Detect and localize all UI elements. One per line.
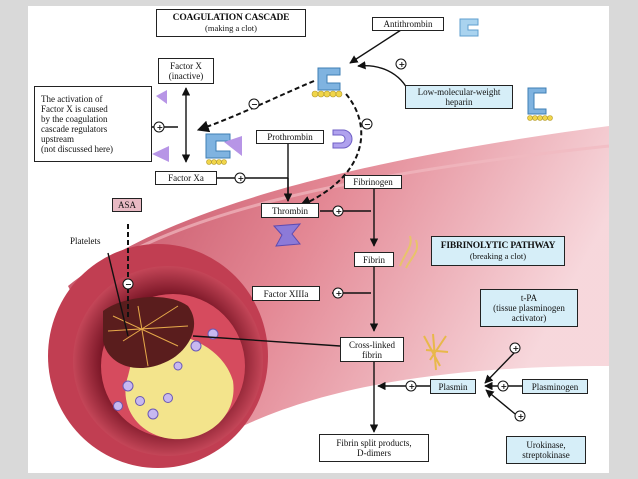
box-label: heparin [445,97,473,107]
note-line: (not discussed here) [41,144,113,154]
factor-x-inactive-icon [156,90,167,104]
factor-xa-icon [152,146,169,162]
prothrombin-box: Prothrombin [256,130,324,144]
diagram-art: + + + + + + + + + − − − [48,18,609,468]
svg-text:+: + [238,174,245,183]
svg-text:+: + [336,207,343,216]
slide: + + + + + + + + + − − − COAGULATION CASC… [28,6,609,473]
antithrombin-heparin-complex-icon [311,67,343,98]
note-line: by the coagulation [41,114,108,124]
plus-sign-icon: + [514,410,526,422]
box-label: D-dimers [357,448,391,458]
title-text: COAGULATION CASCADE [172,13,290,23]
svg-text:+: + [518,412,525,421]
svg-text:+: + [409,382,416,391]
plus-sign-icon: + [395,58,407,70]
fibrinolytic-pathway-title: FIBRINOLYTIC PATHWAY (breaking a clot) [431,236,565,266]
svg-text:+: + [157,123,164,132]
subtitle-text: (breaking a clot) [469,251,527,261]
thrombin-box: Thrombin [261,203,319,218]
box-label: Factor XIIIa [263,288,309,299]
platelets-label: Platelets [70,236,101,246]
connectors [107,29,522,433]
plasminogen-box: Plasminogen [522,379,588,394]
svg-text:+: + [513,344,520,353]
box-label: Factor X [170,61,202,71]
box-label: Plasminogen [531,381,579,392]
factor-xa-box: Factor Xa [155,171,217,185]
box-label: (tissue plasminogen [493,303,565,313]
activation-note-box: The activation of Factor X is caused by … [34,86,152,162]
box-label: Factor Xa [168,173,204,183]
box-label: Fibrin split products, [336,438,412,448]
plus-sign-icon: + [497,380,509,392]
note-line: upstream [41,134,74,144]
antithrombin-molecule-icon [459,18,479,37]
box-label: Plasmin [438,381,468,392]
subtitle-text: (making a clot) [205,23,257,33]
factor-xiiia-box: Factor XIIIa [252,286,320,301]
factor-x-box: Factor X (inactive) [158,58,214,84]
blood-vessel [48,126,609,468]
fibrin-box: Fibrin [354,252,394,267]
coagulation-cascade-title: COAGULATION CASCADE (making a clot) [156,9,306,37]
box-label: Fibrin [362,254,385,265]
plasmin-box: Plasmin [430,379,476,394]
asa-box: ASA [112,198,142,212]
plus-sign-icon: + [509,342,521,354]
plus-sign-icon: + [332,205,344,217]
prothrombin-icon [332,129,353,149]
box-label: Fibrinogen [353,177,393,187]
svg-text:−: − [364,120,371,129]
box-label: fibrin [362,349,382,360]
svg-text:+: + [399,60,406,69]
box-label: (inactive) [168,71,204,81]
urokinase-box: Urokinase, streptokinase [506,436,586,464]
box-label: ASA [117,200,136,210]
minus-sign-icon: − [248,98,260,110]
note-line: cascade regulators [41,124,108,134]
svg-text:+: + [336,289,343,298]
factor-xa-complex-icon [205,133,242,165]
fibrin-split-products-box: Fibrin split products, D-dimers [319,434,429,462]
box-label: Cross-linked [349,339,395,350]
box-label: Low-molecular-weight [417,87,501,97]
plus-sign-icon: + [153,121,165,133]
plus-sign-icon: + [405,380,417,392]
thrombin-icon [272,223,302,247]
minus-sign-icon: − [122,278,134,290]
svg-text:−: − [125,280,132,289]
fibrin-strand-icon [399,235,418,269]
heparin-molecule-icon [527,87,553,121]
plus-sign-icon: + [234,172,246,184]
tpa-box: t-PA (tissue plasminogen activator) [480,289,578,327]
box-label: activator) [511,313,547,323]
crosslinked-fibrin-box: Cross-linked fibrin [340,337,404,362]
title-text: FIBRINOLYTIC PATHWAY [440,241,556,251]
box-label: streptokinase [522,450,570,460]
note-line: Factor X is caused [41,104,108,114]
fibrinogen-box: Fibrinogen [344,175,402,189]
box-label: Urokinase, [526,440,566,450]
svg-text:−: − [251,100,258,109]
box-label: Prothrombin [267,132,313,142]
lmwh-box: Low-molecular-weight heparin [405,85,513,109]
plus-sign-icon: + [332,287,344,299]
svg-text:+: + [501,382,508,391]
box-label: Antithrombin [383,19,433,29]
box-label: t-PA [520,293,538,303]
antithrombin-box: Antithrombin [372,17,444,31]
minus-sign-icon: − [361,118,373,130]
note-line: The activation of [41,94,103,104]
crosslinked-fibrin-icon [423,333,449,371]
inhibition-lines [127,80,363,318]
box-label: Thrombin [272,205,308,216]
sign-markers: + + + + + + + + + − − − [122,58,526,422]
